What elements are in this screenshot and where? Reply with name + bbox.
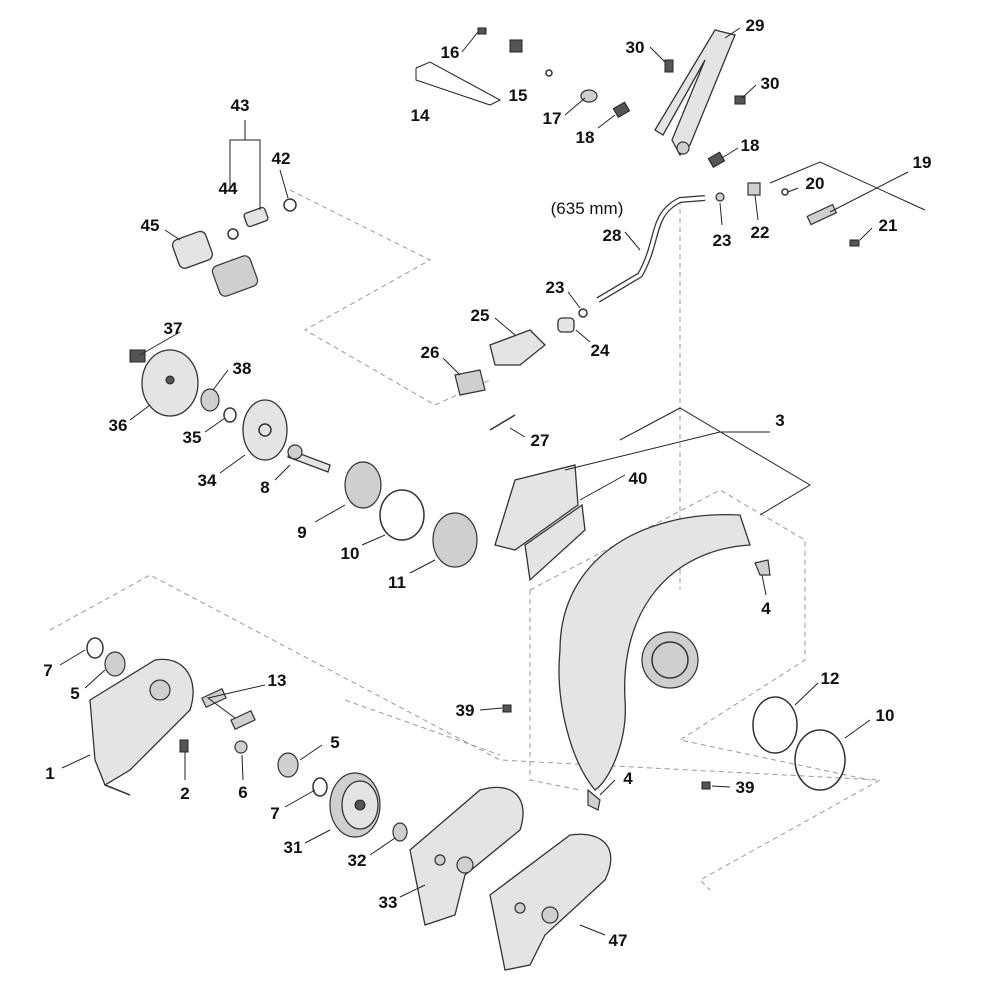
callout-18: 18 — [741, 136, 760, 155]
callout-32: 32 — [348, 851, 367, 870]
callout-17: 17 — [543, 109, 562, 128]
guard-plates — [494, 464, 586, 582]
callout-20: 20 — [806, 174, 825, 193]
callout-45: 45 — [141, 216, 160, 235]
callout-12: 12 — [821, 669, 840, 688]
guard-handle — [654, 29, 736, 157]
blade-guard — [558, 514, 751, 791]
water-fittings — [171, 198, 297, 297]
callout-33: 33 — [379, 893, 398, 912]
callout-43: 43 — [231, 96, 250, 115]
callout-8: 8 — [260, 478, 269, 497]
callout-25: 25 — [471, 306, 490, 325]
belt-cover-33 — [409, 786, 524, 926]
callout-30: 30 — [761, 74, 780, 93]
callout-6: 6 — [238, 783, 247, 802]
callout-42: 42 — [272, 149, 291, 168]
callout-11: 11 — [388, 573, 406, 592]
callout-16: 16 — [441, 43, 460, 62]
callout-13: 13 — [268, 671, 287, 690]
callout-14: 14 — [411, 106, 430, 125]
callout-23: 23 — [713, 231, 732, 250]
small-hardware — [86, 27, 860, 842]
callout-34: 34 — [198, 471, 217, 490]
callout-2: 2 — [180, 784, 189, 803]
callout-39: 39 — [736, 778, 755, 797]
spindle — [287, 444, 331, 473]
callout-24: 24 — [591, 341, 610, 360]
callout-10: 10 — [341, 544, 360, 563]
flange-discs — [141, 349, 846, 791]
callout-30: 30 — [626, 38, 645, 57]
callout-37: 37 — [164, 319, 183, 338]
callout-15: 15 — [509, 86, 528, 105]
callout-7: 7 — [43, 661, 52, 680]
callout-18: 18 — [576, 128, 595, 147]
belt-cover-47 — [489, 833, 612, 971]
bearing-bracket — [89, 658, 194, 796]
callout-44: 44 — [219, 179, 238, 198]
callout-3: 3 — [775, 411, 784, 430]
callout-47: 47 — [609, 931, 628, 950]
callout-5: 5 — [70, 684, 79, 703]
callout-36: 36 — [109, 416, 128, 435]
callout-31: 31 — [284, 838, 303, 857]
water-valve — [454, 308, 588, 431]
callout-22: 22 — [751, 223, 770, 242]
callout-4: 4 — [623, 769, 633, 788]
callout-26: 26 — [421, 343, 440, 362]
leader-lines — [59, 27, 926, 936]
callout-19: 19 — [913, 153, 932, 172]
callout-5: 5 — [330, 733, 339, 752]
callout-23: 23 — [546, 278, 565, 297]
callout-39: 39 — [456, 701, 475, 720]
callout-38: 38 — [233, 359, 252, 378]
pulley — [329, 772, 381, 838]
callout-21: 21 — [879, 216, 898, 235]
callout-35: 35 — [183, 428, 202, 447]
callout-1: 1 — [45, 764, 54, 783]
callout-7: 7 — [270, 804, 279, 823]
callout-29: 29 — [746, 16, 765, 35]
callout-27: 27 — [531, 431, 550, 450]
callout-10: 10 — [876, 706, 895, 725]
callout-9: 9 — [297, 523, 306, 542]
callout-4: 4 — [761, 599, 771, 618]
hose-length-note: (635 mm) — [551, 199, 624, 218]
callout-28: 28 — [603, 226, 622, 245]
callout-40: 40 — [629, 469, 648, 488]
